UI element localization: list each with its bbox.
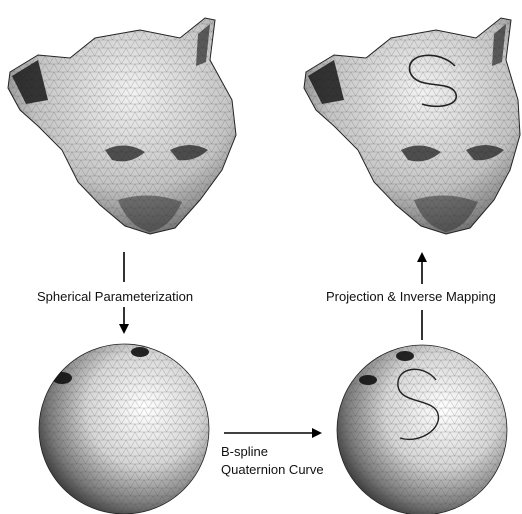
spherical-parameterization-label: Spherical Parameterization: [37, 289, 193, 304]
output-mesh-panel: [304, 18, 520, 234]
bspline-quaternion-curve-label: B-spline Quaternion Curve: [221, 443, 324, 479]
bspline-label-line1: B-spline: [221, 443, 324, 461]
sphere-panel-left: [39, 344, 209, 514]
sphere-panel-right: [337, 345, 507, 514]
cat-head-mesh-right: [304, 18, 520, 234]
input-mesh-panel: [8, 18, 236, 234]
bspline-label-line2: Quaternion Curve: [221, 461, 324, 479]
cat-head-mesh-left: [8, 18, 236, 234]
projection-inverse-mapping-label: Projection & Inverse Mapping: [326, 289, 496, 304]
